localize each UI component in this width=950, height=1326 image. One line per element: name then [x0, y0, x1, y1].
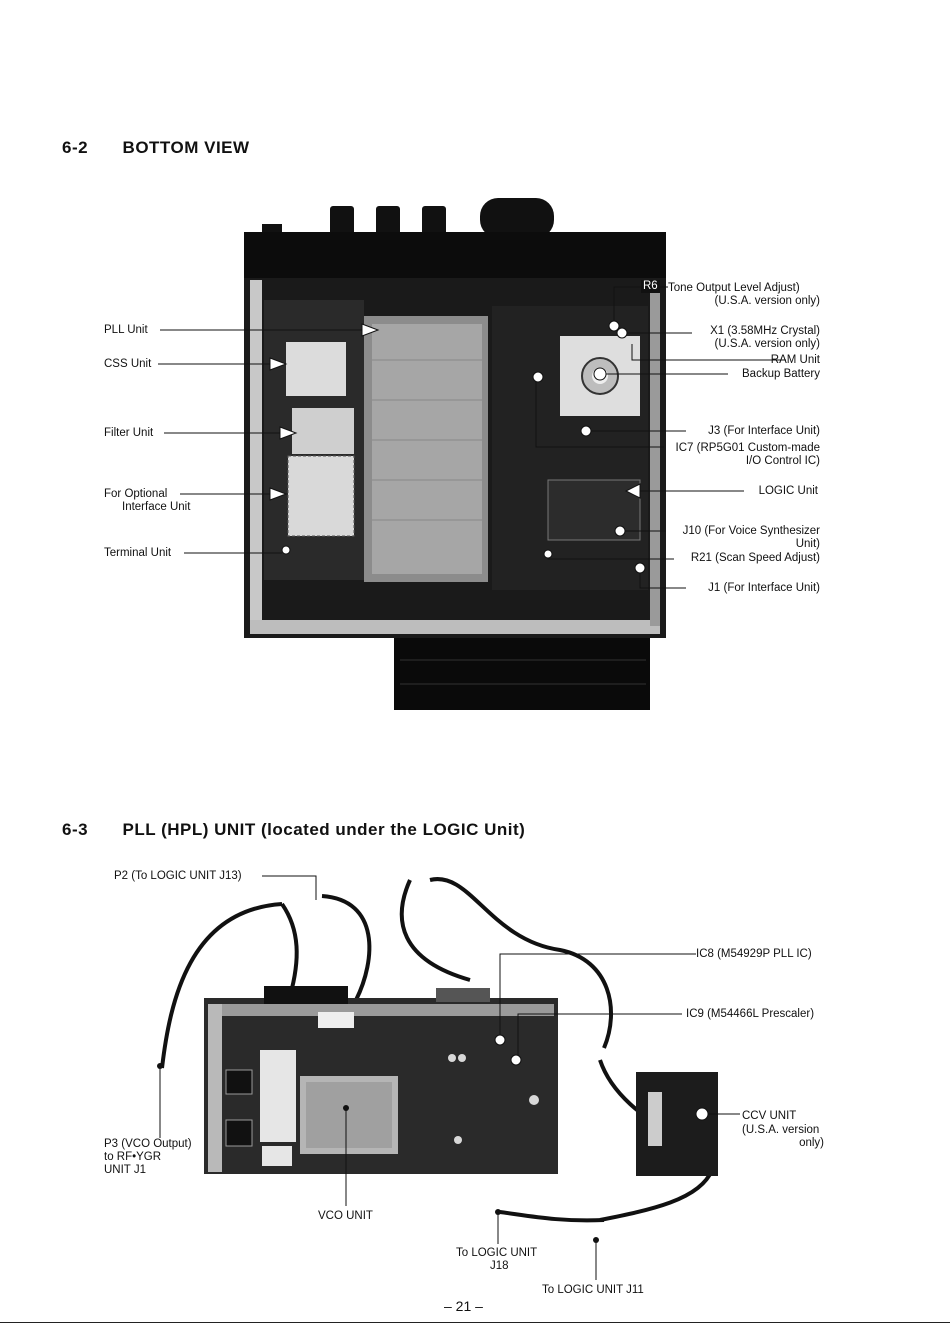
label-r6-line1: Tone Output Level Adjust) — [668, 282, 800, 294]
label-j11: To LOGIC UNIT J11 — [542, 1284, 644, 1296]
radio-speaker-box — [394, 638, 650, 710]
section-6-2-heading: 6-2 BOTTOM VIEW — [62, 138, 250, 158]
label-ic7-line2: I/O Control IC) — [745, 455, 820, 467]
label-r6-line2: (U.S.A. version only) — [714, 295, 820, 307]
label-x1-line2: (U.S.A. version only) — [714, 338, 820, 350]
page-bottom-rule — [0, 1322, 950, 1323]
label-terminal-unit: Terminal Unit — [104, 547, 172, 559]
label-ram-unit: RAM Unit — [770, 354, 820, 366]
label-p3-line2: to RF•YGR — [104, 1151, 162, 1163]
label-j3: J3 (For Interface Unit) — [708, 425, 820, 437]
label-backup-battery: Backup Battery — [742, 368, 820, 380]
section-title: BOTTOM VIEW — [122, 138, 250, 157]
label-css-unit: CSS Unit — [104, 358, 152, 370]
label-j1: J1 (For Interface Unit) — [708, 582, 820, 594]
label-p2: P2 (To LOGIC UNIT J13) — [114, 870, 242, 882]
label-pll-unit: PLL Unit — [104, 324, 148, 336]
label-optional-interface-line2: Interface Unit — [122, 501, 191, 513]
label-ccv-line1: CCV UNIT — [742, 1110, 797, 1122]
section-6-3-heading: 6-3 PLL (HPL) UNIT (located under the LO… — [62, 820, 525, 840]
label-ic9: IC9 (M54466L Prescaler) — [686, 1008, 815, 1020]
label-ic7-line1: IC7 (RP5G01 Custom-made — [675, 442, 820, 454]
section-title: PLL (HPL) UNIT (located under the LOGIC … — [122, 820, 526, 839]
label-p3-line1: P3 (VCO Output) — [104, 1138, 192, 1150]
label-j18-line2: J18 — [490, 1260, 509, 1272]
section-number: 6-3 — [62, 820, 89, 839]
label-p3-line3: UNIT J1 — [104, 1164, 146, 1176]
page-number: – 21 – — [444, 1298, 483, 1314]
label-optional-interface-line1: For Optional — [104, 488, 168, 500]
label-j18-line1: To LOGIC UNIT — [456, 1247, 538, 1259]
label-j10-line2: Unit) — [795, 538, 820, 550]
label-j10-line1: J10 (For Voice Synthesizer — [682, 525, 820, 537]
label-vco-unit: VCO UNIT — [318, 1210, 373, 1222]
section-number: 6-2 — [62, 138, 89, 157]
label-ccv-line2: (U.S.A. version — [742, 1124, 820, 1136]
label-ic8: IC8 (M54929P PLL IC) — [696, 948, 812, 960]
label-filter-unit: Filter Unit — [104, 427, 154, 439]
label-r6-ref: R6 — [641, 280, 660, 293]
label-ccv-line3: only) — [799, 1137, 824, 1149]
label-r21: R21 (Scan Speed Adjust) — [690, 552, 820, 564]
label-logic-unit: LOGIC Unit — [758, 485, 818, 497]
label-x1-line1: X1 (3.58MHz Crystal) — [710, 325, 820, 337]
